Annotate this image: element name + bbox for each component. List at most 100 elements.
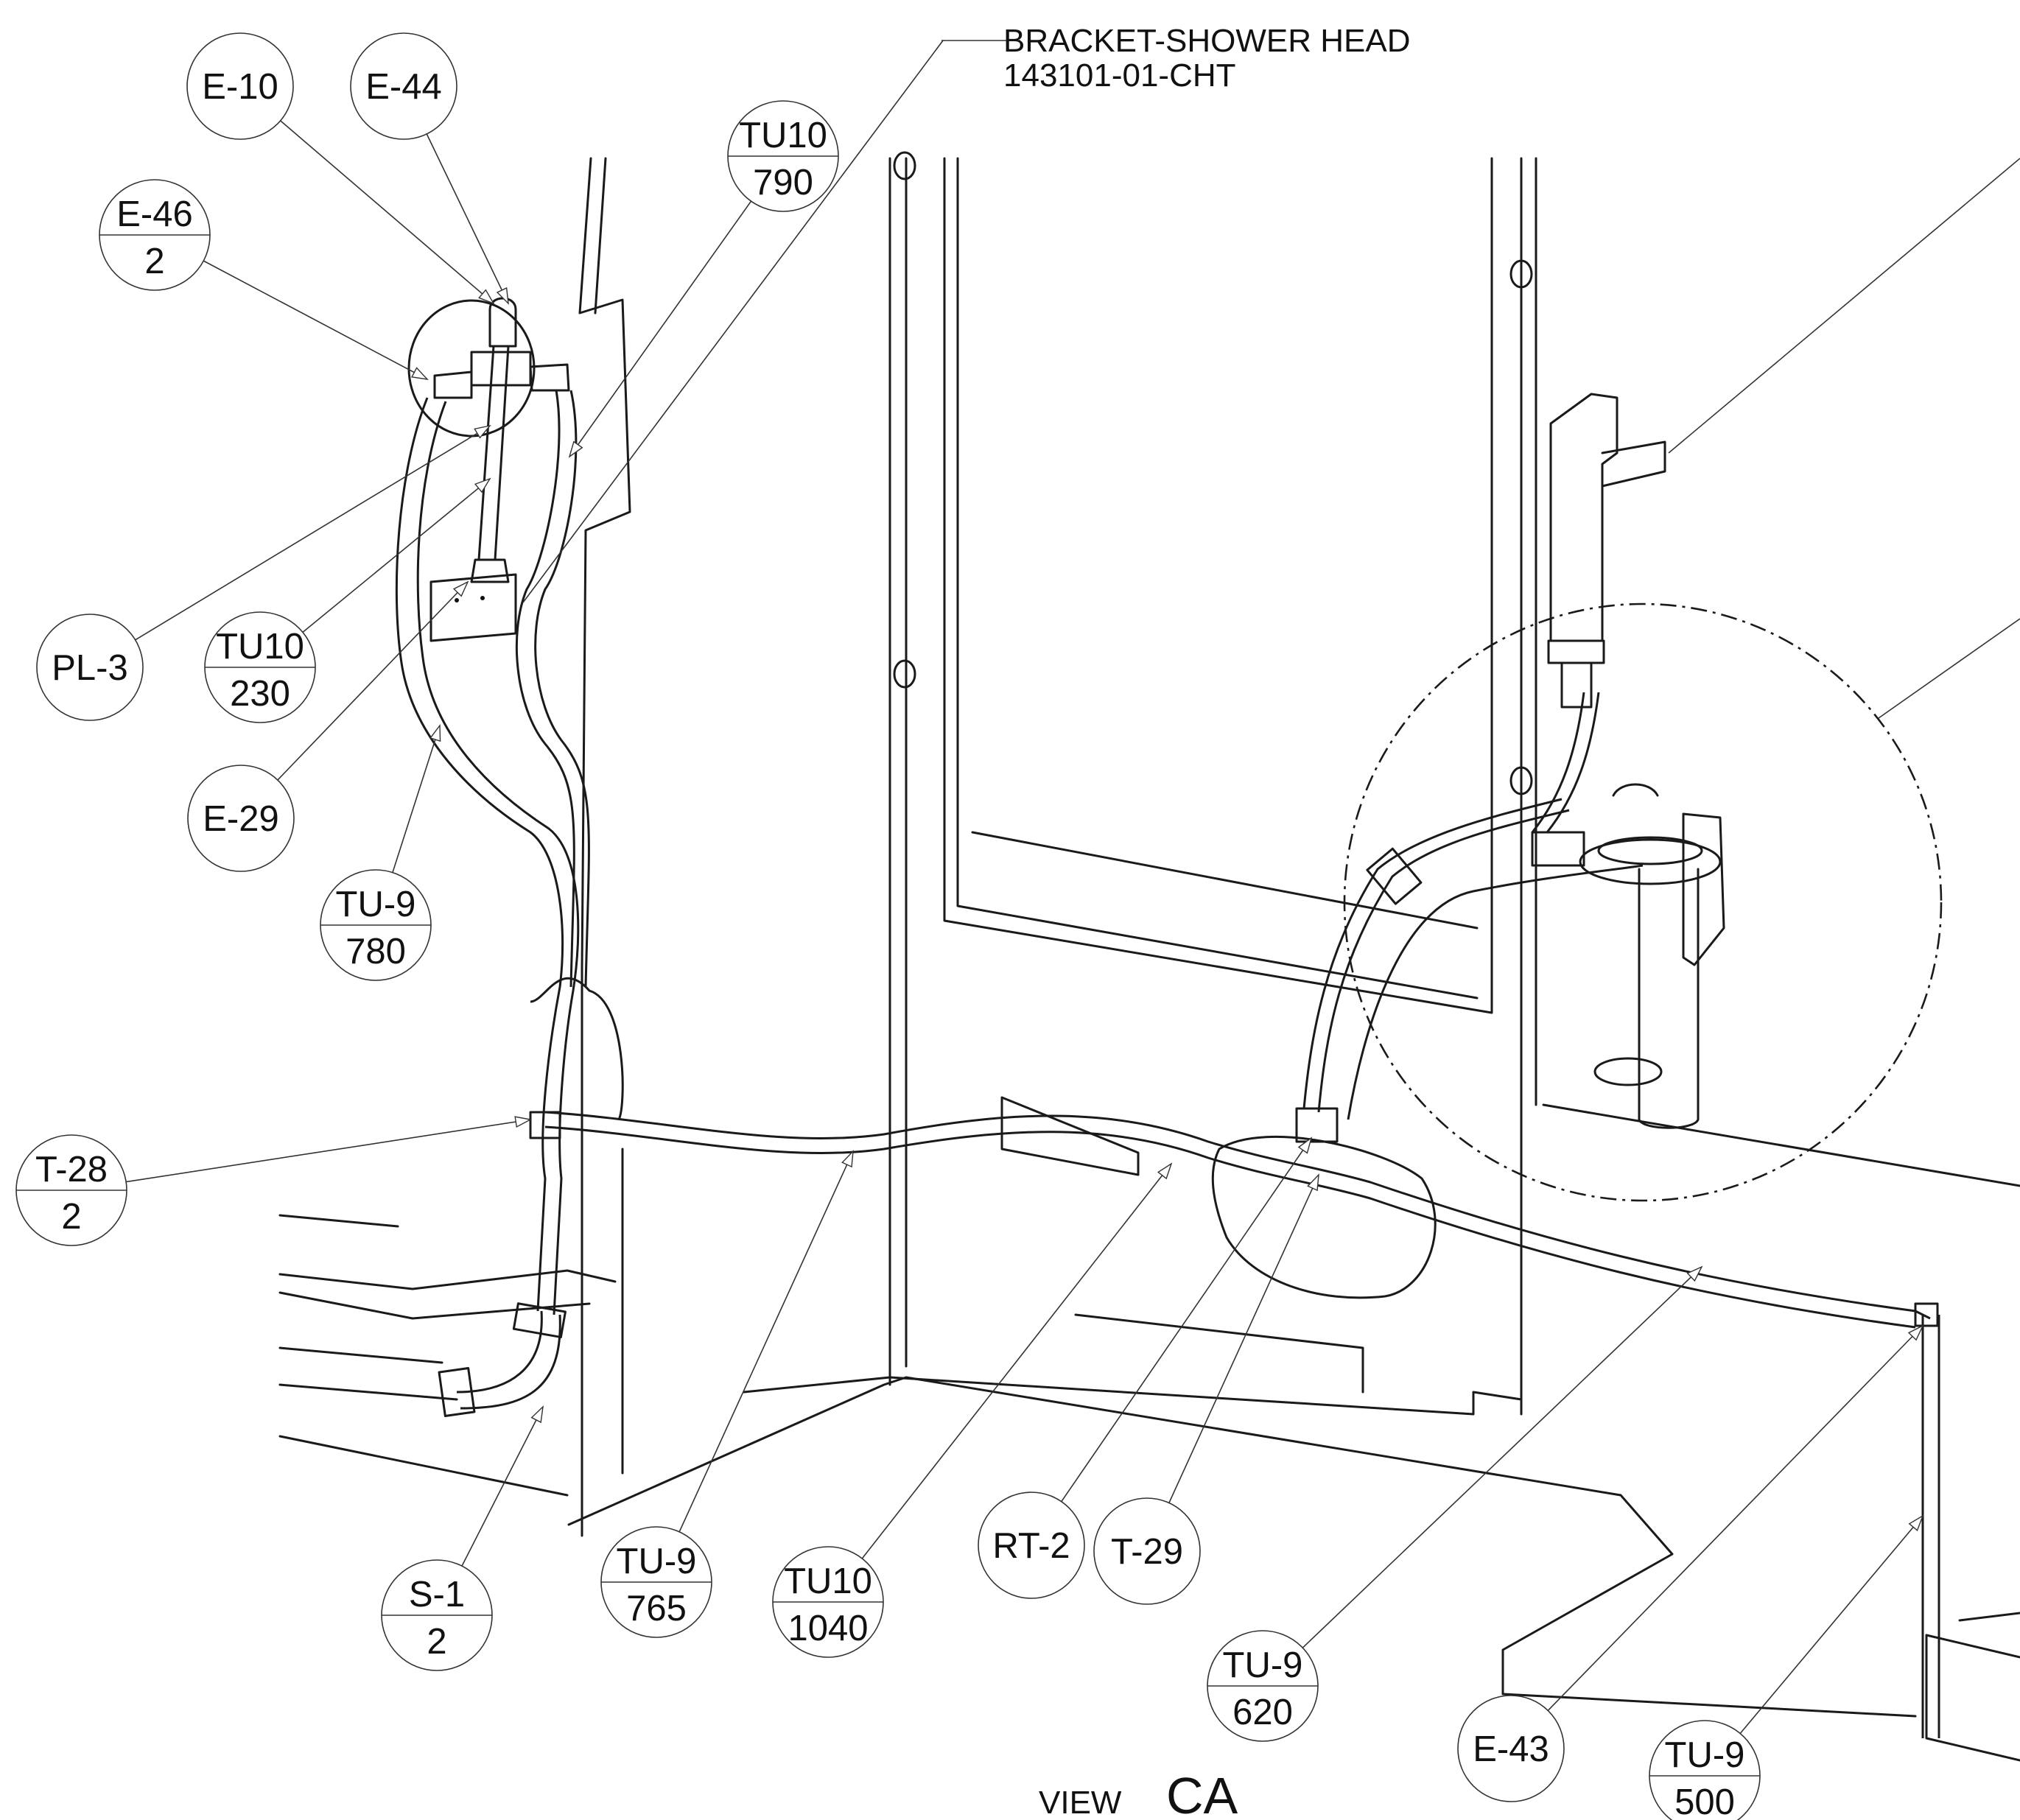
- callout-quantity: 2: [61, 1197, 81, 1237]
- valve-assembly: [407, 297, 570, 642]
- leader-e43: [1547, 1325, 1923, 1711]
- callout-circle: [186, 32, 294, 140]
- callout-t29: T-29: [1093, 1497, 1201, 1605]
- callout-circle: [1457, 1695, 1565, 1802]
- arrowhead-t28: [514, 1116, 533, 1128]
- cabinet-structure: [278, 151, 2020, 1762]
- leader-tu10b: [302, 478, 491, 633]
- callout-label: TU10: [739, 116, 827, 155]
- leader-lines: [522, 40, 2020, 719]
- arrowhead-e29: [452, 580, 469, 597]
- arrowhead-e46: [410, 367, 429, 380]
- leader-tu9d: [1739, 1515, 1923, 1735]
- leader-t29: [1168, 1174, 1319, 1503]
- arrowhead-tu9c: [1686, 1265, 1703, 1282]
- arrowhead-e10: [478, 289, 495, 305]
- leader-e46: [203, 260, 428, 380]
- callout-label: E-44: [365, 67, 442, 107]
- view-title-prefix: VIEW: [1039, 1785, 1122, 1820]
- callout-quantity: 2: [427, 1622, 446, 1662]
- arrowhead-tu9b: [841, 1150, 854, 1168]
- callout-label: TU-9: [617, 1542, 697, 1581]
- mixer-assembly: [1531, 393, 1725, 1129]
- callout-label: TU-9: [336, 885, 416, 924]
- leader-e29: [277, 581, 469, 781]
- callout-tu9c: TU-9 620: [1207, 1630, 1319, 1742]
- leader-tu10a: [569, 200, 752, 457]
- callout-quantity: 500: [1674, 1782, 1735, 1820]
- callout-e10: E-10: [186, 32, 294, 140]
- tube-runs: [395, 390, 1940, 1738]
- arrowhead-tu10a: [568, 440, 583, 458]
- note-line-1: BRACKET-SHOWER HEAD: [1003, 23, 1411, 59]
- callout-label: E-10: [202, 67, 278, 107]
- callout-label: PL-3: [52, 648, 128, 688]
- callout-tu10a: TU10 790: [727, 100, 839, 212]
- callout-quantity: 230: [230, 674, 290, 714]
- callout-label: T-29: [1111, 1532, 1183, 1572]
- view-title-name: CA: [1166, 1767, 1238, 1820]
- callout-tu9d: TU-9 500: [1649, 1720, 1761, 1820]
- callout-e43: E-43: [1457, 1695, 1565, 1802]
- arrowhead-e44: [496, 287, 509, 305]
- callout-label: S-1: [409, 1575, 465, 1615]
- detail-circle: [1343, 602, 1943, 1202]
- callout-quantity: 1040: [788, 1609, 868, 1648]
- callout-e29: E-29: [187, 765, 295, 872]
- callout-circle: [350, 32, 457, 140]
- callout-label: TU10: [216, 627, 304, 667]
- arrowhead-e43: [1907, 1324, 1924, 1341]
- leader-tu9b: [678, 1150, 854, 1533]
- callout-e44: E-44: [350, 32, 457, 140]
- note-line-2: 143101-01-CHT: [1003, 57, 1236, 94]
- callout-label: T-28: [35, 1150, 108, 1190]
- callout-quantity: 620: [1232, 1693, 1293, 1732]
- leader-pl3: [135, 425, 491, 641]
- arrowhead-s1: [530, 1405, 544, 1424]
- callout-t28: T-28 2: [15, 1134, 127, 1246]
- callout-circle: [978, 1492, 1085, 1599]
- bracket-note: BRACKET-SHOWER HEAD 143101-01-CHT: [1003, 23, 1411, 94]
- callout-circle: [1093, 1497, 1201, 1605]
- leader-tu10c: [861, 1163, 1172, 1559]
- callout-tu9b: TU-9 765: [600, 1526, 712, 1638]
- callout-circle: [187, 765, 295, 872]
- callout-tu10c: TU10 1040: [772, 1546, 884, 1658]
- callout-label: TU-9: [1665, 1735, 1745, 1775]
- callout-quantity: 790: [753, 163, 813, 203]
- arrowhead-tu10b: [474, 477, 491, 493]
- callout-pl3: PL-3: [36, 614, 144, 721]
- leader-tu9a: [392, 725, 441, 873]
- leader-e10: [280, 120, 494, 304]
- callout-e46: E-46 2: [99, 179, 211, 291]
- callout-tu9a: TU-9 780: [320, 869, 432, 981]
- arrowhead-tu9d: [1908, 1514, 1924, 1531]
- callout-label: E-46: [116, 194, 193, 234]
- arrowhead-t29: [1307, 1173, 1319, 1192]
- callout-label: RT-2: [992, 1526, 1070, 1566]
- callout-circle: [36, 614, 144, 721]
- arrowhead-pl3: [474, 424, 491, 439]
- callout-label: TU10: [784, 1561, 872, 1601]
- callout-label: TU-9: [1223, 1645, 1303, 1685]
- callout-s1: S-12: [381, 1559, 493, 1671]
- leader-t28: [126, 1119, 531, 1183]
- arrowhead-rt2: [1297, 1136, 1313, 1154]
- arrowhead-tu9a: [429, 723, 441, 742]
- arrowhead-tu10c: [1157, 1162, 1173, 1180]
- callout-label: E-29: [203, 799, 279, 839]
- view-title: VIEW CA: [1039, 1767, 1238, 1820]
- callout-quantity: 765: [626, 1589, 687, 1628]
- leader-rt2: [1061, 1137, 1312, 1503]
- callout-label: E-43: [1473, 1729, 1549, 1769]
- callout-leaders: [126, 120, 1924, 1735]
- callout-rt2: RT-2: [978, 1492, 1085, 1599]
- callout-quantity: 780: [346, 932, 406, 972]
- callout-quantity: 2: [144, 242, 164, 281]
- leader-s1: [461, 1406, 544, 1567]
- leader-tu9c: [1302, 1266, 1702, 1648]
- callout-tu10b: TU10 230: [204, 611, 316, 723]
- leader-e44: [426, 133, 509, 304]
